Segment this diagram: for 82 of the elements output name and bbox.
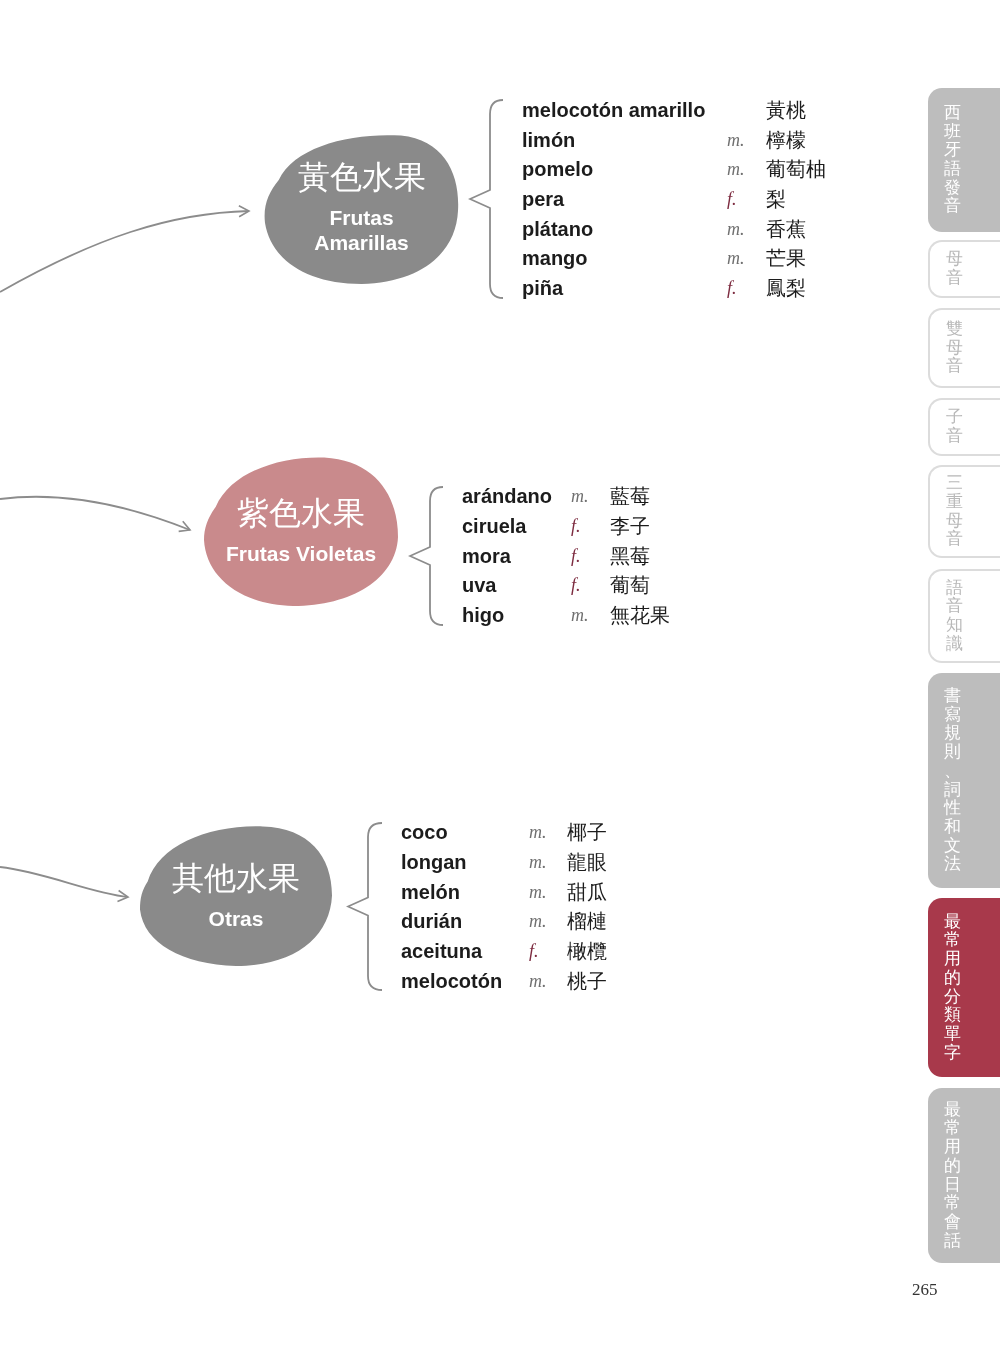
tab-label: 子音 [946, 408, 963, 446]
category-subtitle: Frutas Violetas [225, 541, 377, 566]
chinese-translation: 葡萄柚 [766, 157, 826, 183]
chinese-translation: 葡萄 [610, 573, 650, 599]
section-tab [928, 898, 1000, 1077]
gender-abbreviation: f. [571, 574, 581, 598]
chinese-translation: 芒果 [766, 246, 806, 272]
tab-label: 雙母音 [946, 319, 963, 377]
tab-label: 最常用的日常會話 [944, 1100, 961, 1251]
curved-arrow [0, 866, 129, 902]
gender-abbreviation: m. [529, 970, 547, 993]
gender-abbreviation: m. [727, 247, 745, 271]
chinese-translation: 鳳梨 [766, 276, 806, 301]
gender-abbreviation: m. [727, 217, 745, 241]
section-tab [928, 398, 1000, 456]
section-tab [928, 569, 1000, 663]
gender-abbreviation: f. [571, 544, 581, 568]
spanish-word: mango [522, 246, 588, 272]
category-subtitle: Otras [208, 905, 264, 931]
section-tab [928, 88, 1000, 232]
chinese-translation: 檸檬 [766, 127, 806, 153]
spanish-word: melocotón amarillo [522, 98, 706, 123]
gender-abbreviation: m. [571, 604, 589, 627]
spanish-word: pomelo [522, 157, 594, 183]
spanish-word: aceituna [401, 939, 483, 965]
spanish-word: uva [462, 573, 497, 599]
category-blob [140, 825, 332, 966]
gender-abbreviation: f. [529, 940, 539, 964]
gender-abbreviation: f. [571, 514, 581, 538]
spanish-word: plátano [522, 216, 594, 242]
spanish-word: melocotón [401, 969, 503, 994]
chinese-translation: 梨 [766, 187, 786, 212]
page-number: 265 [912, 1279, 938, 1301]
gender-abbreviation: m. [529, 850, 547, 874]
tab-label: 語音知識 [946, 578, 963, 654]
gender-abbreviation: m. [529, 821, 547, 844]
tab-label: 西班牙語發音 [944, 103, 961, 217]
tab-label: 最常用的分類單字 [944, 912, 961, 1063]
spanish-word: arándano [462, 484, 553, 509]
category-title: 紫色水果 [237, 496, 365, 530]
tab-label: 母音 [946, 250, 963, 288]
chinese-translation: 龍眼 [567, 849, 607, 875]
tab-label: 書寫規則、詞性和文法 [944, 687, 961, 874]
category-title: 黃色水果 [297, 160, 426, 194]
spanish-word: ciruela [462, 513, 527, 539]
section-tab [928, 1088, 1000, 1263]
spanish-word: durián [401, 909, 463, 935]
category-subtitle: Frutas Amarillas [313, 205, 410, 255]
chinese-translation: 李子 [610, 513, 650, 539]
category-blob [204, 456, 398, 606]
chinese-translation: 黑莓 [610, 543, 650, 569]
curved-arrow [0, 205, 250, 293]
spanish-word: longan [401, 849, 467, 875]
chinese-translation: 榴槤 [567, 909, 607, 935]
section-tab [928, 465, 1000, 558]
gender-abbreviation: m. [727, 158, 745, 182]
section-tab [928, 308, 1000, 388]
chinese-translation: 橄欖 [567, 939, 607, 965]
gender-abbreviation: m. [571, 485, 589, 508]
spanish-word: piña [522, 276, 564, 301]
category-title: 其他水果 [172, 860, 300, 895]
curved-arrow [0, 495, 191, 533]
spanish-word: coco [401, 820, 448, 845]
gender-abbreviation: m. [529, 910, 547, 934]
chinese-translation: 椰子 [567, 820, 607, 845]
gender-abbreviation: f. [727, 277, 737, 300]
gender-abbreviation: m. [529, 880, 547, 904]
gender-abbreviation: f. [727, 188, 737, 211]
chinese-translation: 香蕉 [766, 216, 806, 242]
chinese-translation: 甜瓜 [567, 879, 607, 905]
gender-abbreviation: m. [727, 128, 745, 152]
spanish-word: pera [522, 187, 565, 212]
chinese-translation: 桃子 [567, 969, 607, 994]
spanish-word: melón [401, 879, 460, 905]
section-tab [928, 673, 1000, 888]
chinese-translation: 無花果 [610, 603, 670, 628]
spanish-word: limón [522, 127, 576, 153]
section-tab [928, 240, 1000, 298]
chinese-translation: 藍莓 [610, 484, 650, 509]
chinese-translation: 黃桃 [766, 98, 806, 123]
spanish-word: higo [462, 603, 505, 628]
spanish-word: mora [462, 543, 511, 569]
